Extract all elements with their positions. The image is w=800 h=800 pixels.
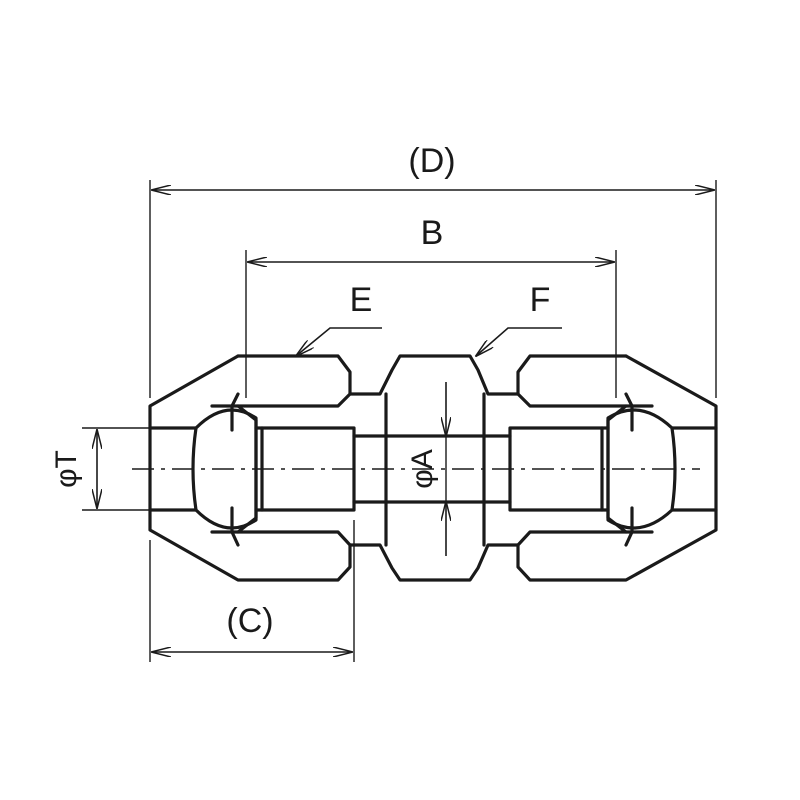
label-body-hex: F: [530, 281, 551, 319]
bore: [352, 434, 512, 504]
label-nut-left: E: [350, 281, 373, 319]
right-nut: [516, 354, 718, 582]
leader-e: [296, 327, 382, 356]
label-tube-od: φT: [50, 450, 83, 488]
left-nut: [148, 354, 352, 582]
extension-lines: [82, 180, 717, 662]
right-ferrule: [508, 392, 677, 547]
label-insertion: (C): [226, 602, 273, 640]
label-body-length: B: [421, 214, 444, 252]
leader-f: [476, 327, 562, 356]
label-overall-length: (D): [408, 142, 455, 180]
label-bore: φA: [406, 449, 439, 488]
